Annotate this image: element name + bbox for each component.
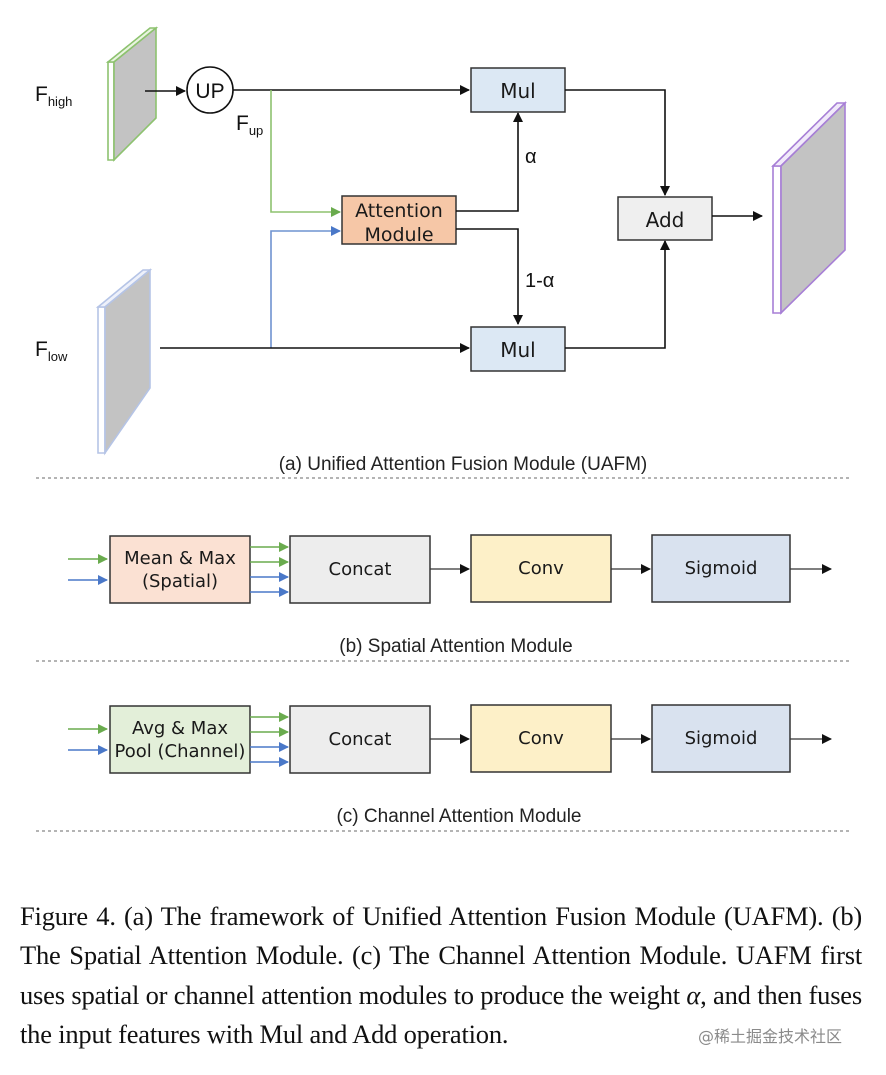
f-high-feature-map xyxy=(105,26,159,162)
concat-box-c: Concat xyxy=(289,705,431,774)
caption-alpha: α xyxy=(686,979,701,1010)
avg-max-label-line1: Avg & Max xyxy=(132,718,228,739)
sigmoid-label-c: Sigmoid xyxy=(685,728,758,749)
attention-label-line2: Module xyxy=(364,224,433,246)
mean-max-spatial-box: Mean & Max (Spatial) xyxy=(109,535,251,604)
conv-box-c: Conv xyxy=(470,704,612,773)
f-up-to-attention-arrow xyxy=(270,90,341,217)
concat-box-b: Concat xyxy=(289,535,431,604)
panel-b-title: (b) Spatial Attention Module xyxy=(339,636,572,657)
sigmoid-box-b: Sigmoid xyxy=(651,534,791,603)
f-low-label: Flow xyxy=(35,338,68,364)
mean-max-label-line1: Mean & Max xyxy=(124,548,236,569)
caption-text-before: Figure 4. (a) The framework of Unified A… xyxy=(20,900,862,1010)
attention-module-box: Attention Module xyxy=(341,195,457,246)
output-feature-map xyxy=(771,101,847,315)
add-box: Add xyxy=(617,196,713,241)
conv-box-b: Conv xyxy=(470,534,612,603)
mul-top-label: Mul xyxy=(500,79,536,103)
mean-max-label-line2: (Spatial) xyxy=(142,571,218,592)
panel-b: Mean & Max (Spatial) Concat Conv Sigmoid… xyxy=(68,534,832,657)
mul-bottom-box: Mul xyxy=(470,326,566,372)
panel-c-title: (c) Channel Attention Module xyxy=(336,806,581,827)
conv-label-c: Conv xyxy=(518,728,564,749)
conv-label-b: Conv xyxy=(518,558,564,579)
avg-max-label-line2: Pool (Channel) xyxy=(115,741,246,762)
add-label: Add xyxy=(646,208,685,232)
one-minus-alpha-label: 1-α xyxy=(525,270,554,292)
one-minus-alpha-arrow xyxy=(456,228,523,325)
attention-label-line1: Attention xyxy=(355,200,443,222)
panel-a-title: (a) Unified Attention Fusion Module (UAF… xyxy=(279,454,648,475)
mul-bottom-label: Mul xyxy=(500,338,536,362)
upsample-label: UP xyxy=(195,80,224,103)
avg-max-pool-channel-box: Avg & Max Pool (Channel) xyxy=(109,705,251,774)
figure-caption: Figure 4. (a) The framework of Unified A… xyxy=(20,897,862,1055)
caption-text-after: , and then fuses the input features with… xyxy=(20,979,862,1050)
mul-bottom-to-add-arrow xyxy=(565,240,670,349)
watermark: @稀土掘金技术社区 xyxy=(698,1027,843,1046)
sigmoid-box-c: Sigmoid xyxy=(651,704,791,773)
panel-a: Fhigh UP Fup Flow Attention Module xyxy=(35,26,847,475)
panel-c: Avg & Max Pool (Channel) Concat Conv Sig… xyxy=(68,704,832,827)
sigmoid-label-b: Sigmoid xyxy=(685,558,758,579)
uafm-figure: Fhigh UP Fup Flow Attention Module xyxy=(35,26,850,832)
concat-label-b: Concat xyxy=(329,559,392,580)
f-up-label: Fup xyxy=(236,112,263,138)
f-low-to-attention-arrow xyxy=(270,226,341,348)
mul-top-to-add-arrow xyxy=(565,89,670,196)
mul-top-box: Mul xyxy=(470,67,566,113)
upsample-node: UP xyxy=(186,66,234,114)
alpha-arrow xyxy=(456,112,523,212)
f-low-feature-map xyxy=(95,268,153,456)
concat-label-c: Concat xyxy=(329,729,392,750)
f-high-label: Fhigh xyxy=(35,83,72,109)
alpha-label: α xyxy=(525,146,537,168)
